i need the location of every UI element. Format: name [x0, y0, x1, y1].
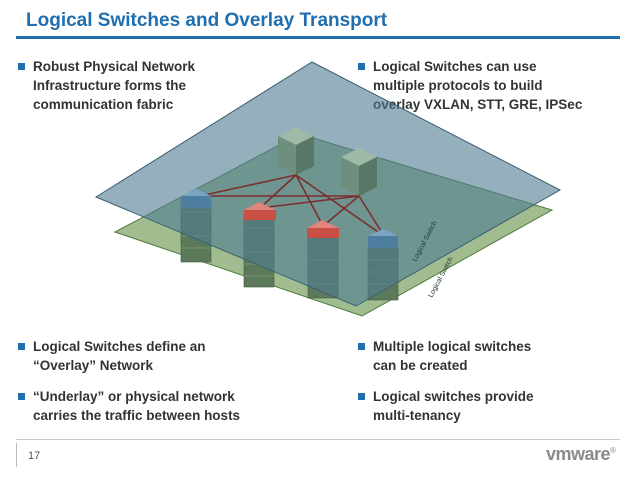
bullet-text: Logical Switches define an “Overlay” Net… [33, 339, 206, 373]
logo-text: vmware [546, 444, 611, 464]
page-number-marker [16, 443, 17, 467]
bullet-multiple-switches: Multiple logical switches can be created [358, 337, 531, 375]
bullet-overlay: Logical Switches define an “Overlay” Net… [18, 337, 206, 375]
slide-title: Logical Switches and Overlay Transport [26, 10, 388, 31]
title-underline [16, 36, 620, 39]
bullet-square-icon [358, 63, 365, 70]
bullet-text: Robust Physical Network Infrastructure f… [33, 59, 196, 112]
bullet-text: Multiple logical switches can be created [373, 339, 532, 373]
bullet-square-icon [358, 393, 365, 400]
bullet-square-icon [358, 343, 365, 350]
bullet-underlay: “Underlay” or physical network carries t… [18, 387, 240, 425]
bullet-text: Logical switches provide multi-tenancy [373, 389, 534, 423]
footer-divider [16, 439, 620, 440]
page-number: 17 [28, 450, 41, 462]
bullet-square-icon [18, 343, 25, 350]
spine-switch-cube [278, 127, 377, 196]
bullet-physical-network: Robust Physical Network Infrastructure f… [18, 57, 195, 114]
host-switch-red [244, 202, 339, 238]
vmware-logo: vmware® [546, 444, 616, 464]
host-switch-blue [181, 189, 398, 248]
bullet-multi-tenancy: Logical switches provide multi-tenancy [358, 387, 534, 425]
bullet-text: “Underlay” or physical network carries t… [33, 389, 241, 423]
logical-switch-plane-blue [94, 61, 562, 307]
network-links [199, 174, 385, 237]
bullet-square-icon [18, 63, 25, 70]
bullet-square-icon [18, 393, 25, 400]
